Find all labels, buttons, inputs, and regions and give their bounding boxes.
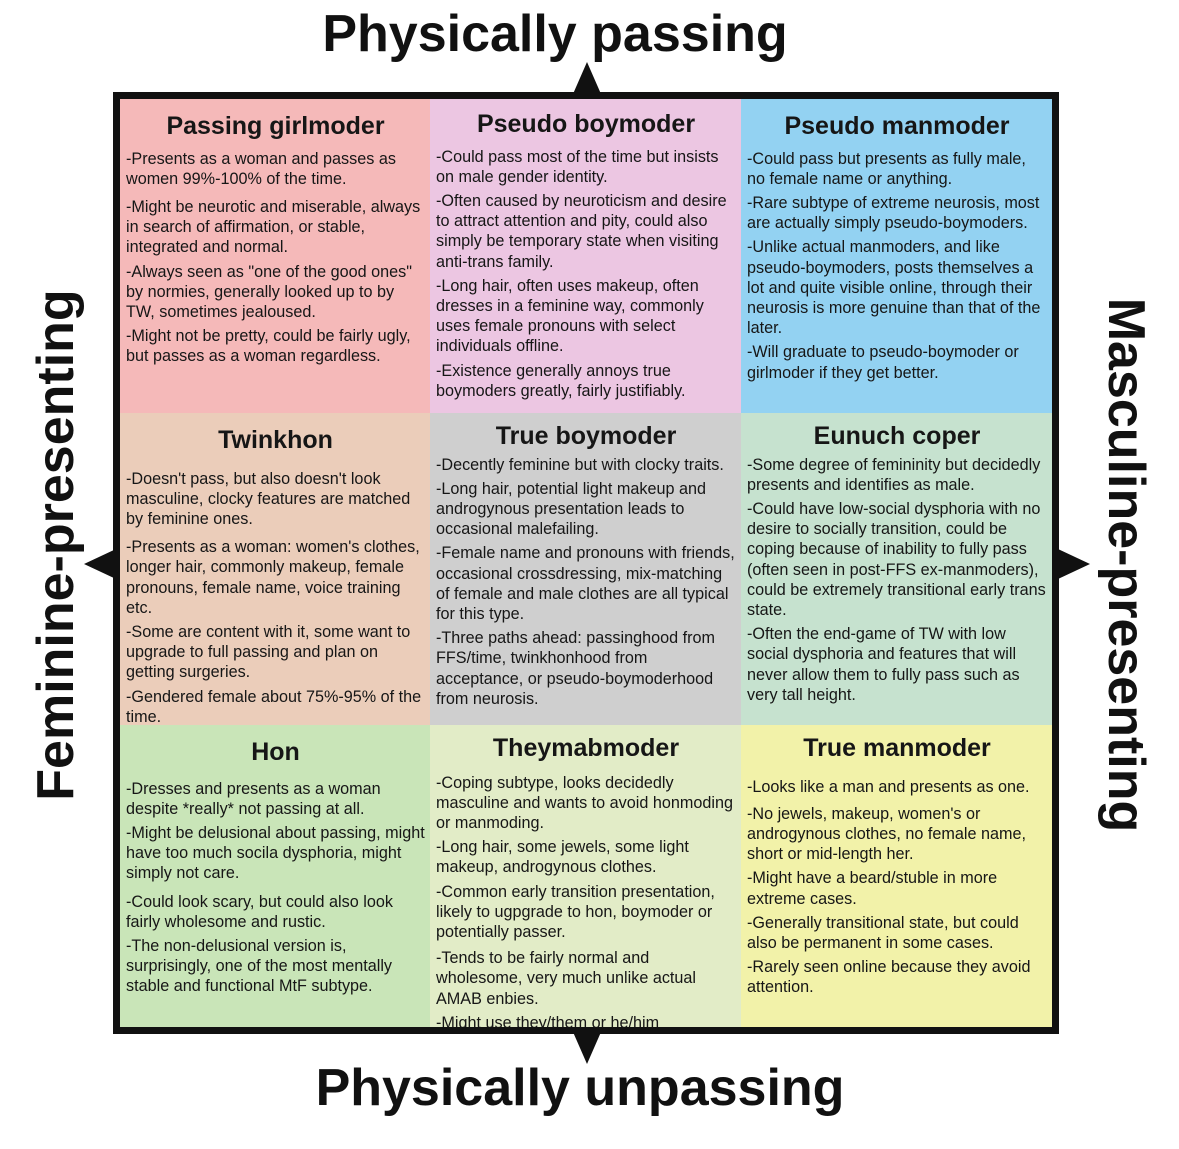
- list-item: -Rare subtype of extreme neurosis, most …: [747, 193, 1040, 233]
- list-item: -Presents as a woman and passes as women…: [126, 149, 396, 188]
- list-item: -Always seen as "one of the good ones" b…: [126, 262, 412, 321]
- axis-label-bottom: Physically unpassing: [315, 1059, 845, 1117]
- list-item: -Doesn't pass, but also doesn't look mas…: [126, 469, 411, 528]
- list-item: -Some are content with it, some want to …: [126, 622, 411, 682]
- list-item: -Long hair, some jewels, some light make…: [436, 838, 689, 877]
- list-item: -Long hair, often uses makeup, often dre…: [436, 276, 704, 356]
- cell-list: -Doesn't pass, but also doesn't look mas…: [126, 469, 425, 726]
- list-item: -Three paths ahead: passinghood from FFS…: [436, 629, 715, 708]
- cell-eunuch-coper: Eunuch coper -Some degree of femininity …: [741, 413, 1052, 725]
- axis-label-top: Physically passing: [322, 5, 788, 63]
- cell-list: -Could pass most of the time but insists…: [436, 147, 736, 401]
- cell-true-manmoder: True manmoder -Looks like a man and pres…: [741, 725, 1052, 1027]
- list-item: -Might be neurotic and miserable, always…: [126, 197, 421, 257]
- axis-label-left: Feminine-presenting: [27, 289, 85, 801]
- list-item: -Might have a beard/stuble in more extre…: [747, 869, 998, 908]
- list-item: -Might use they/them or he/him: [436, 1013, 660, 1027]
- cell-list: -Presents as a woman and passes as women…: [126, 149, 425, 367]
- list-item: -Will graduate to pseudo-boymoder or gir…: [747, 343, 1019, 382]
- cell-title: True manmoder: [803, 734, 991, 762]
- cell-passing-girlmoder: Passing girlmoder -Presents as a woman a…: [120, 99, 430, 413]
- list-item: -Might not be pretty, could be fairly ug…: [126, 327, 411, 366]
- list-item: -Tends to be fairly normal and wholesome…: [436, 949, 697, 1008]
- cell-theymabmoder: Theymabmoder -Coping subtype, looks deci…: [430, 725, 741, 1027]
- list-item: -The non-delusional version is, surprisi…: [126, 936, 393, 996]
- cell-hon: Hon -Dresses and presents as a woman des…: [120, 725, 430, 1027]
- cell-list: -Dresses and presents as a woman despite…: [126, 779, 425, 997]
- list-item: -Decently feminine but with clocky trait…: [436, 455, 724, 474]
- cell-title: Hon: [251, 738, 300, 766]
- list-item: -Coping subtype, looks decidedly masculi…: [436, 773, 733, 832]
- cell-list: -Decently feminine but with clocky trait…: [436, 455, 736, 709]
- list-item: -Often caused by neuroticism and desire …: [436, 191, 727, 271]
- list-item: -Often the end-game of TW with low socia…: [747, 625, 1020, 704]
- cell-title: True boymoder: [495, 422, 677, 450]
- cell-list: -Some degree of femininity but decidedly…: [747, 455, 1047, 705]
- cell-title: Eunuch coper: [813, 422, 981, 450]
- cell-list: -Looks like a man and presents as one. -…: [747, 777, 1047, 998]
- list-item: -Generally transitional state, but could…: [747, 913, 1019, 952]
- quadrant-grid: Passing girlmoder -Presents as a woman a…: [113, 92, 1059, 1034]
- list-item: -Gendered female about 75%-95% of the ti…: [126, 687, 422, 725]
- cell-pseudo-manmoder: Pseudo manmoder -Could pass but presents…: [741, 99, 1052, 413]
- cell-true-boymoder: True boymoder -Decently feminine but wit…: [430, 413, 741, 725]
- cell-title: Pseudo boymoder: [476, 110, 696, 138]
- list-item: -Some degree of femininity but decidedly…: [747, 455, 1041, 494]
- arrow-up-icon: [573, 62, 601, 94]
- cell-title: Theymabmoder: [492, 734, 680, 762]
- cell-list: -Coping subtype, looks decidedly masculi…: [436, 773, 736, 1028]
- list-item: -Unlike actual manmoders, and like pseud…: [747, 238, 1041, 338]
- list-item: -Common early transition presentation, l…: [436, 882, 715, 941]
- list-item: -Could have low-social dysphoria with no…: [747, 499, 1046, 619]
- list-item: -Could pass but presents as fully male, …: [747, 149, 1026, 188]
- list-item: -Long hair, potential light makeup and a…: [436, 479, 706, 539]
- arrow-down-icon: [573, 1032, 601, 1064]
- cell-title: Pseudo manmoder: [784, 112, 1010, 140]
- cell-twinkhon: Twinkhon -Doesn't pass, but also doesn't…: [120, 413, 430, 725]
- arrow-left-icon: [84, 549, 116, 579]
- list-item: -Could pass most of the time but insists…: [436, 147, 719, 186]
- cell-list: -Could pass but presents as fully male, …: [747, 149, 1047, 383]
- list-item: -Dresses and presents as a woman despite…: [126, 779, 381, 818]
- list-item: -Female name and pronouns with friends, …: [436, 544, 735, 623]
- arrow-right-icon: [1058, 549, 1090, 579]
- list-item: -Rarely seen online because they avoid a…: [747, 958, 1031, 997]
- cell-pseudo-boymoder: Pseudo boymoder -Could pass most of the …: [430, 99, 741, 413]
- list-item: -Looks like a man and presents as one.: [747, 777, 1030, 796]
- cell-title: Twinkhon: [218, 426, 333, 454]
- list-item: -Could look scary, but could also look f…: [126, 892, 393, 931]
- list-item: -No jewels, makeup, women's or androgyno…: [747, 804, 1026, 864]
- list-item: -Might be delusional about passing, migh…: [126, 823, 425, 883]
- axis-label-right: Masculine-presenting: [1097, 297, 1155, 833]
- list-item: -Presents as a woman: women's clothes, l…: [126, 538, 420, 617]
- cell-title: Passing girlmoder: [166, 112, 385, 140]
- list-item: -Existence generally annoys true boymode…: [436, 361, 686, 400]
